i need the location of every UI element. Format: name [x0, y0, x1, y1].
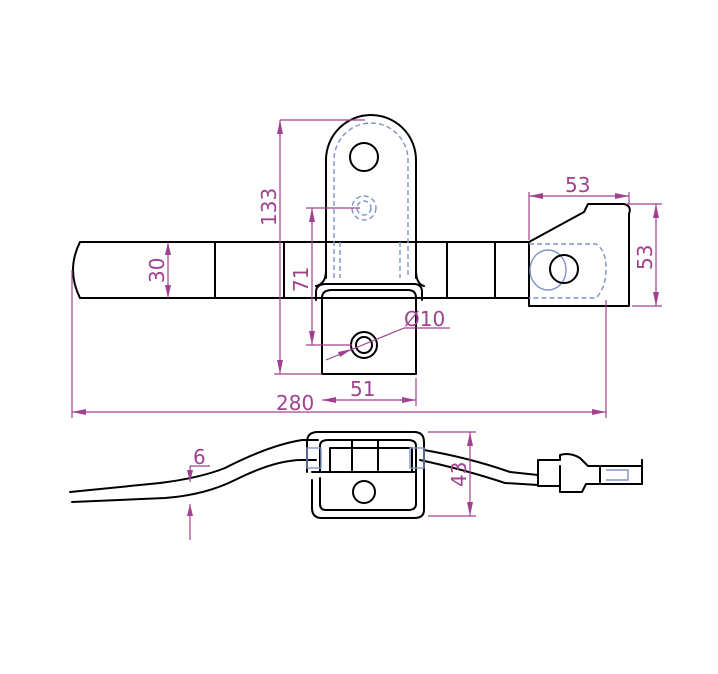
tab-hidden-outline	[333, 122, 409, 278]
side-hidden-pin	[409, 447, 425, 469]
dim-overall-length: 280	[276, 391, 314, 415]
dim-tab-height: 133	[257, 188, 281, 226]
latch-hidden-outline	[529, 243, 607, 299]
dim-latch-width: 53	[565, 173, 590, 197]
base-bracket	[321, 289, 417, 375]
dim-side-height: 43	[447, 462, 471, 487]
tab-outline	[325, 114, 417, 279]
base-hole-inner	[355, 336, 373, 354]
hidden-hole	[351, 195, 377, 221]
side-latch-hidden	[606, 469, 629, 481]
dim-bar-width: 30	[145, 258, 169, 283]
side-bracket-hole	[352, 480, 376, 504]
dim-hole-offset: 71	[289, 267, 313, 292]
side-bracket-slot	[329, 447, 413, 473]
side-view	[69, 431, 643, 519]
tab-hole	[349, 142, 379, 172]
strip-lower-edge	[71, 459, 539, 503]
strip-upper-edge	[69, 439, 539, 493]
dim-offset: 6	[193, 445, 206, 469]
side-latch	[537, 453, 643, 493]
latch-block	[528, 203, 631, 307]
hidden-hole-inner	[356, 200, 372, 216]
side-bracket-outer	[306, 431, 425, 519]
side-bracket-inner	[319, 439, 417, 511]
bar-outline	[72, 241, 529, 299]
latch-hole	[549, 254, 579, 284]
top-view	[72, 114, 631, 375]
dim-base-width: 51	[350, 377, 375, 401]
dim-latch-height: 53	[633, 245, 657, 270]
latch-hidden-slot	[529, 249, 567, 291]
side-hidden-pin	[306, 447, 322, 469]
dim-hole-diameter: Ø10	[404, 307, 445, 331]
base-bracket-inner	[315, 283, 423, 301]
dimensions: 280 30 133 71 Ø10 51	[71, 119, 662, 540]
